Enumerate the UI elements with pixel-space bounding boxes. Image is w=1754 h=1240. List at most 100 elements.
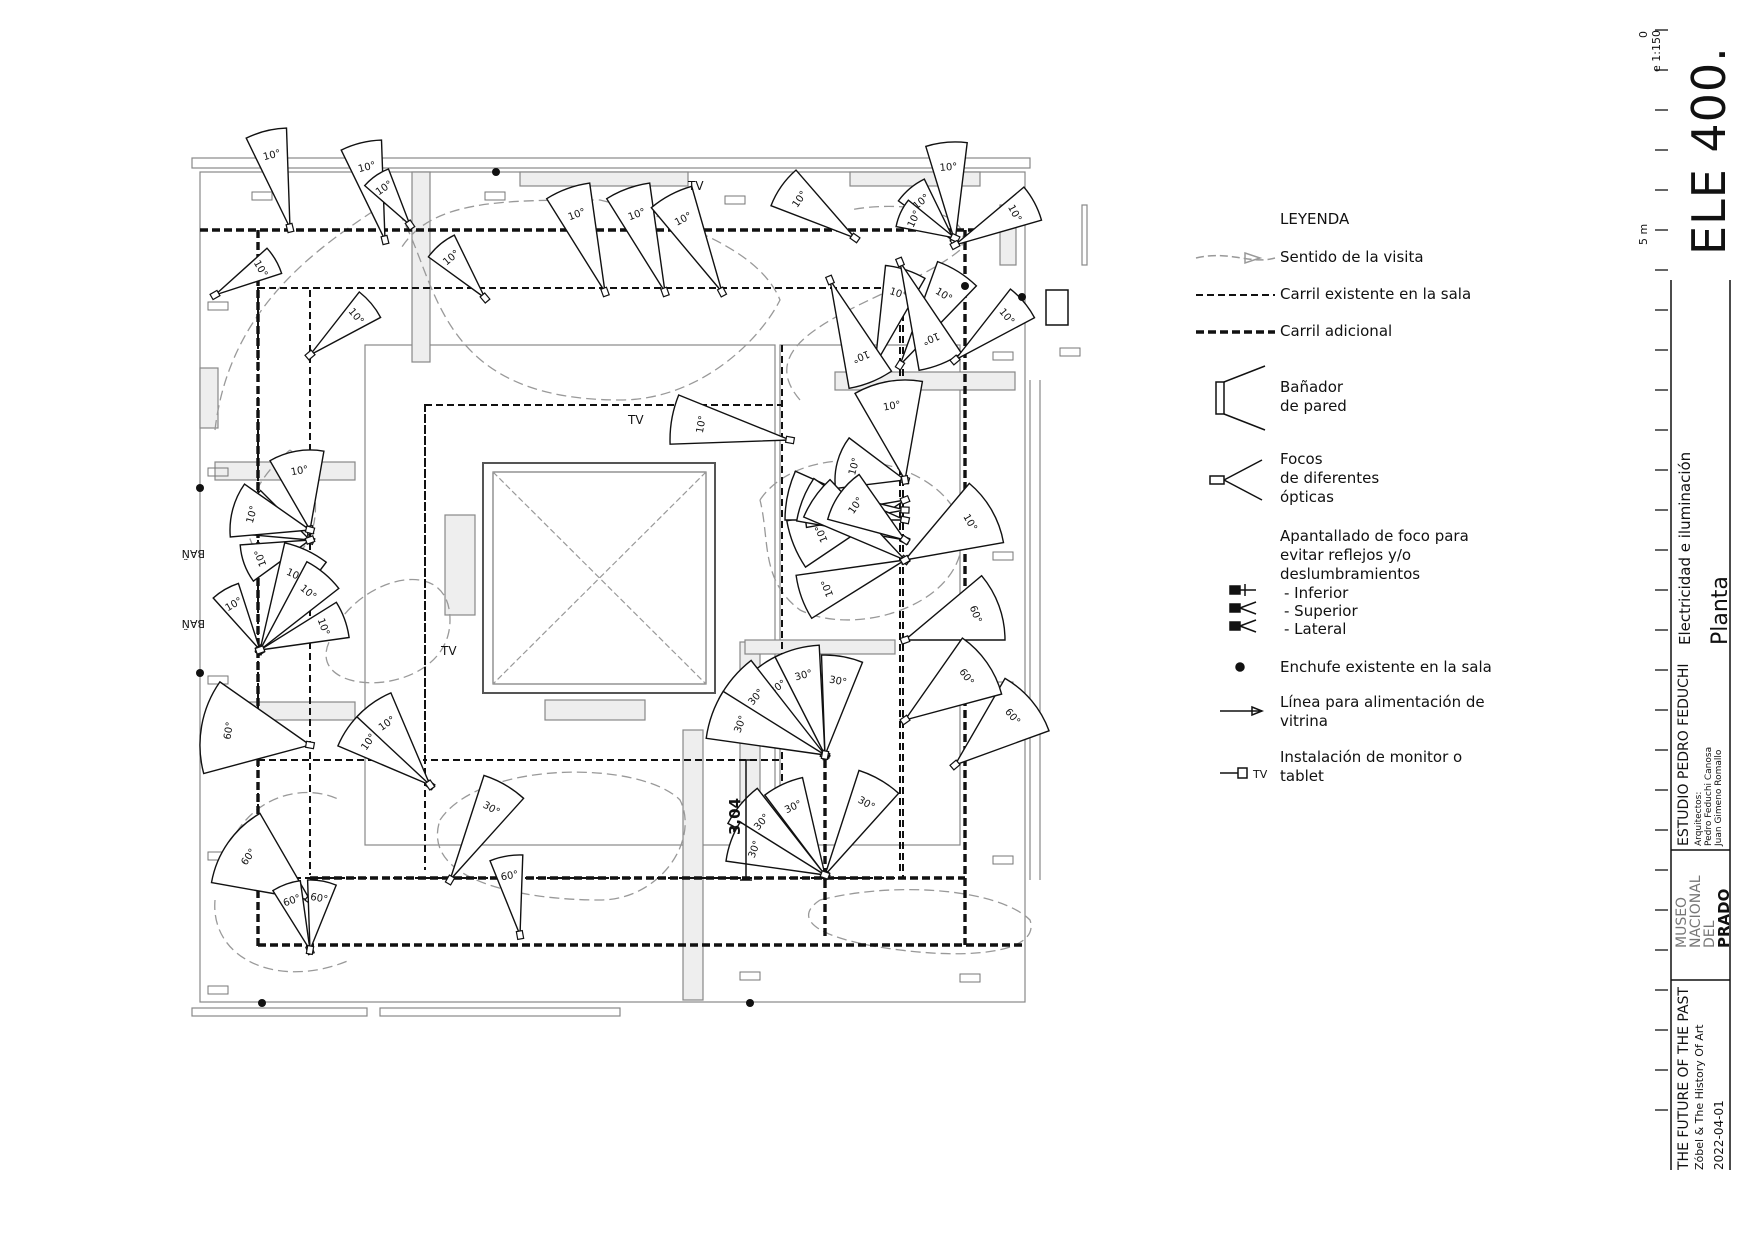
legend-existing-rail: Carril existente en la sala	[1280, 285, 1472, 303]
tv-label: TV	[627, 413, 644, 427]
light-cone: 10°	[254, 601, 350, 655]
legend-additional-rail: Carril adicional	[1280, 322, 1393, 340]
light-cone: 60°	[199, 680, 316, 775]
wall-device	[992, 855, 1014, 865]
light-cone: 10°	[650, 185, 728, 298]
light-cone: 60°	[949, 677, 1050, 771]
beam-angle-label: 10°	[262, 148, 282, 163]
side-label: BAÑ	[182, 547, 205, 560]
beam-angle-label: 10°	[888, 286, 908, 302]
light-cone: 10°	[949, 288, 1036, 366]
light-cone: 10°	[899, 482, 1005, 566]
architect-1: Pedro Feduchi Canosa	[1704, 746, 1714, 846]
light-cone: 10°	[545, 182, 610, 298]
beam-angle-label: 10°	[245, 505, 260, 525]
wall-device	[207, 675, 229, 685]
tv-label: TV	[440, 644, 457, 658]
beam-angle-label: 10°	[847, 457, 862, 477]
beam-angle-label: 10°	[882, 400, 901, 414]
dimension-label: 3,04	[726, 798, 744, 835]
studio-name: ESTUDIO PEDRO FEDUCHI	[1676, 663, 1692, 846]
outlet-dot	[961, 282, 969, 290]
light-cone: 10°	[245, 127, 295, 234]
outlet-dot	[746, 999, 754, 1007]
scale-ratio: e 1:150	[1650, 30, 1663, 72]
light-cone: 30°	[774, 644, 830, 761]
beam-angle-label: 30°	[794, 668, 814, 683]
wall-device	[251, 191, 273, 201]
legend-monitor-2: tablet	[1280, 767, 1324, 785]
light-fixtures: 10°10°10°10°10°10°10°10°10°10°10°10°10°1…	[199, 127, 1050, 956]
light-cone: 10°	[363, 168, 416, 231]
legend-shield-inferior: - Inferior	[1284, 584, 1349, 602]
legend-title: LEYENDA	[1280, 210, 1350, 228]
legend-spots-2: de diferentes	[1280, 469, 1380, 487]
legend-wall-washer-2: de pared	[1280, 397, 1347, 415]
wall-device	[959, 973, 981, 983]
beam-angle-label: 60°	[309, 892, 328, 906]
light-cone: 10°	[895, 199, 961, 244]
light-cone: 10°	[824, 274, 893, 390]
light-cone: 60°	[489, 854, 525, 941]
scale-zero: 0	[1637, 31, 1650, 38]
light-cone: 10°	[854, 379, 924, 486]
project-title: THE FUTURE OF THE PAST	[1676, 987, 1692, 1170]
architect-2: Juan Gimeno Romallo	[1714, 749, 1724, 846]
titleblock-frame	[1670, 280, 1731, 1170]
wall-device	[207, 467, 229, 477]
legend-feed-2: vitrina	[1280, 712, 1328, 730]
outlets	[196, 168, 1026, 1007]
legend-shield-superior: - Superior	[1284, 602, 1358, 620]
legend-feed-1: Línea para alimentación de	[1280, 693, 1485, 711]
legend-monitor-1: Instalación de monitor o	[1280, 748, 1463, 766]
sheet-number: ELE 400.	[1682, 46, 1736, 255]
tv-label: TV	[687, 179, 704, 193]
museum-line-4: PRADO	[1715, 888, 1733, 948]
light-cone: 60°	[899, 637, 1003, 726]
legend-visit-route: Sentido de la visita	[1280, 248, 1424, 266]
light-cone: 60°	[899, 574, 1006, 645]
light-cone: 10°	[949, 186, 1043, 251]
light-cone: 30°	[819, 769, 900, 881]
light-cone: 10°	[605, 182, 670, 298]
wall-device	[1059, 347, 1081, 357]
wall-device	[207, 301, 229, 311]
outlet-dot	[258, 999, 266, 1007]
scale-bar	[1655, 29, 1668, 1111]
light-cone: 30°	[444, 774, 525, 886]
outlet-dot	[196, 484, 204, 492]
legend-shield-3: deslumbramientos	[1280, 565, 1421, 583]
legend-wall-washer-1: Bañador	[1280, 378, 1344, 396]
legend-outlet: Enchufe existente en la sala	[1280, 658, 1492, 676]
scale-5m: 5 m	[1637, 223, 1650, 245]
legend-shield-2: evitar reflejos y/o	[1280, 546, 1412, 564]
light-cone: 60°	[305, 879, 338, 956]
legend-spots-3: ópticas	[1280, 488, 1335, 506]
light-cone: 10°	[209, 247, 283, 301]
light-cone: 10°	[669, 394, 796, 445]
light-cone: 10°	[229, 483, 316, 538]
light-cone: 10°	[795, 555, 911, 620]
wall-device	[207, 985, 229, 995]
legend-shield-1: Apantallado de foco para	[1280, 527, 1469, 545]
project-date: 2022-04-01	[1712, 1100, 1726, 1170]
light-cone: 10°	[304, 291, 382, 361]
legend-shield-lateral: - Lateral	[1284, 620, 1347, 638]
light-cone: 30°	[705, 690, 831, 760]
beam-angle-label: 10°	[695, 415, 709, 434]
light-cone: 10°	[355, 691, 436, 791]
architects-label: Arquitectos:	[1694, 791, 1704, 846]
outlet-dot	[492, 168, 500, 176]
beam-angle-label: 10°	[290, 464, 309, 478]
wall-device	[992, 551, 1014, 561]
wall-device	[484, 191, 506, 201]
beam-angle-label: 30°	[828, 675, 847, 689]
outlet-dot	[196, 669, 204, 677]
beam-angle-label: 60°	[500, 869, 519, 883]
light-cone: 30°	[820, 654, 864, 761]
wall-device	[992, 351, 1014, 361]
dimension-line	[740, 759, 752, 881]
outlet-dot	[1018, 293, 1026, 301]
legend-spots-1: Focos	[1280, 450, 1323, 468]
